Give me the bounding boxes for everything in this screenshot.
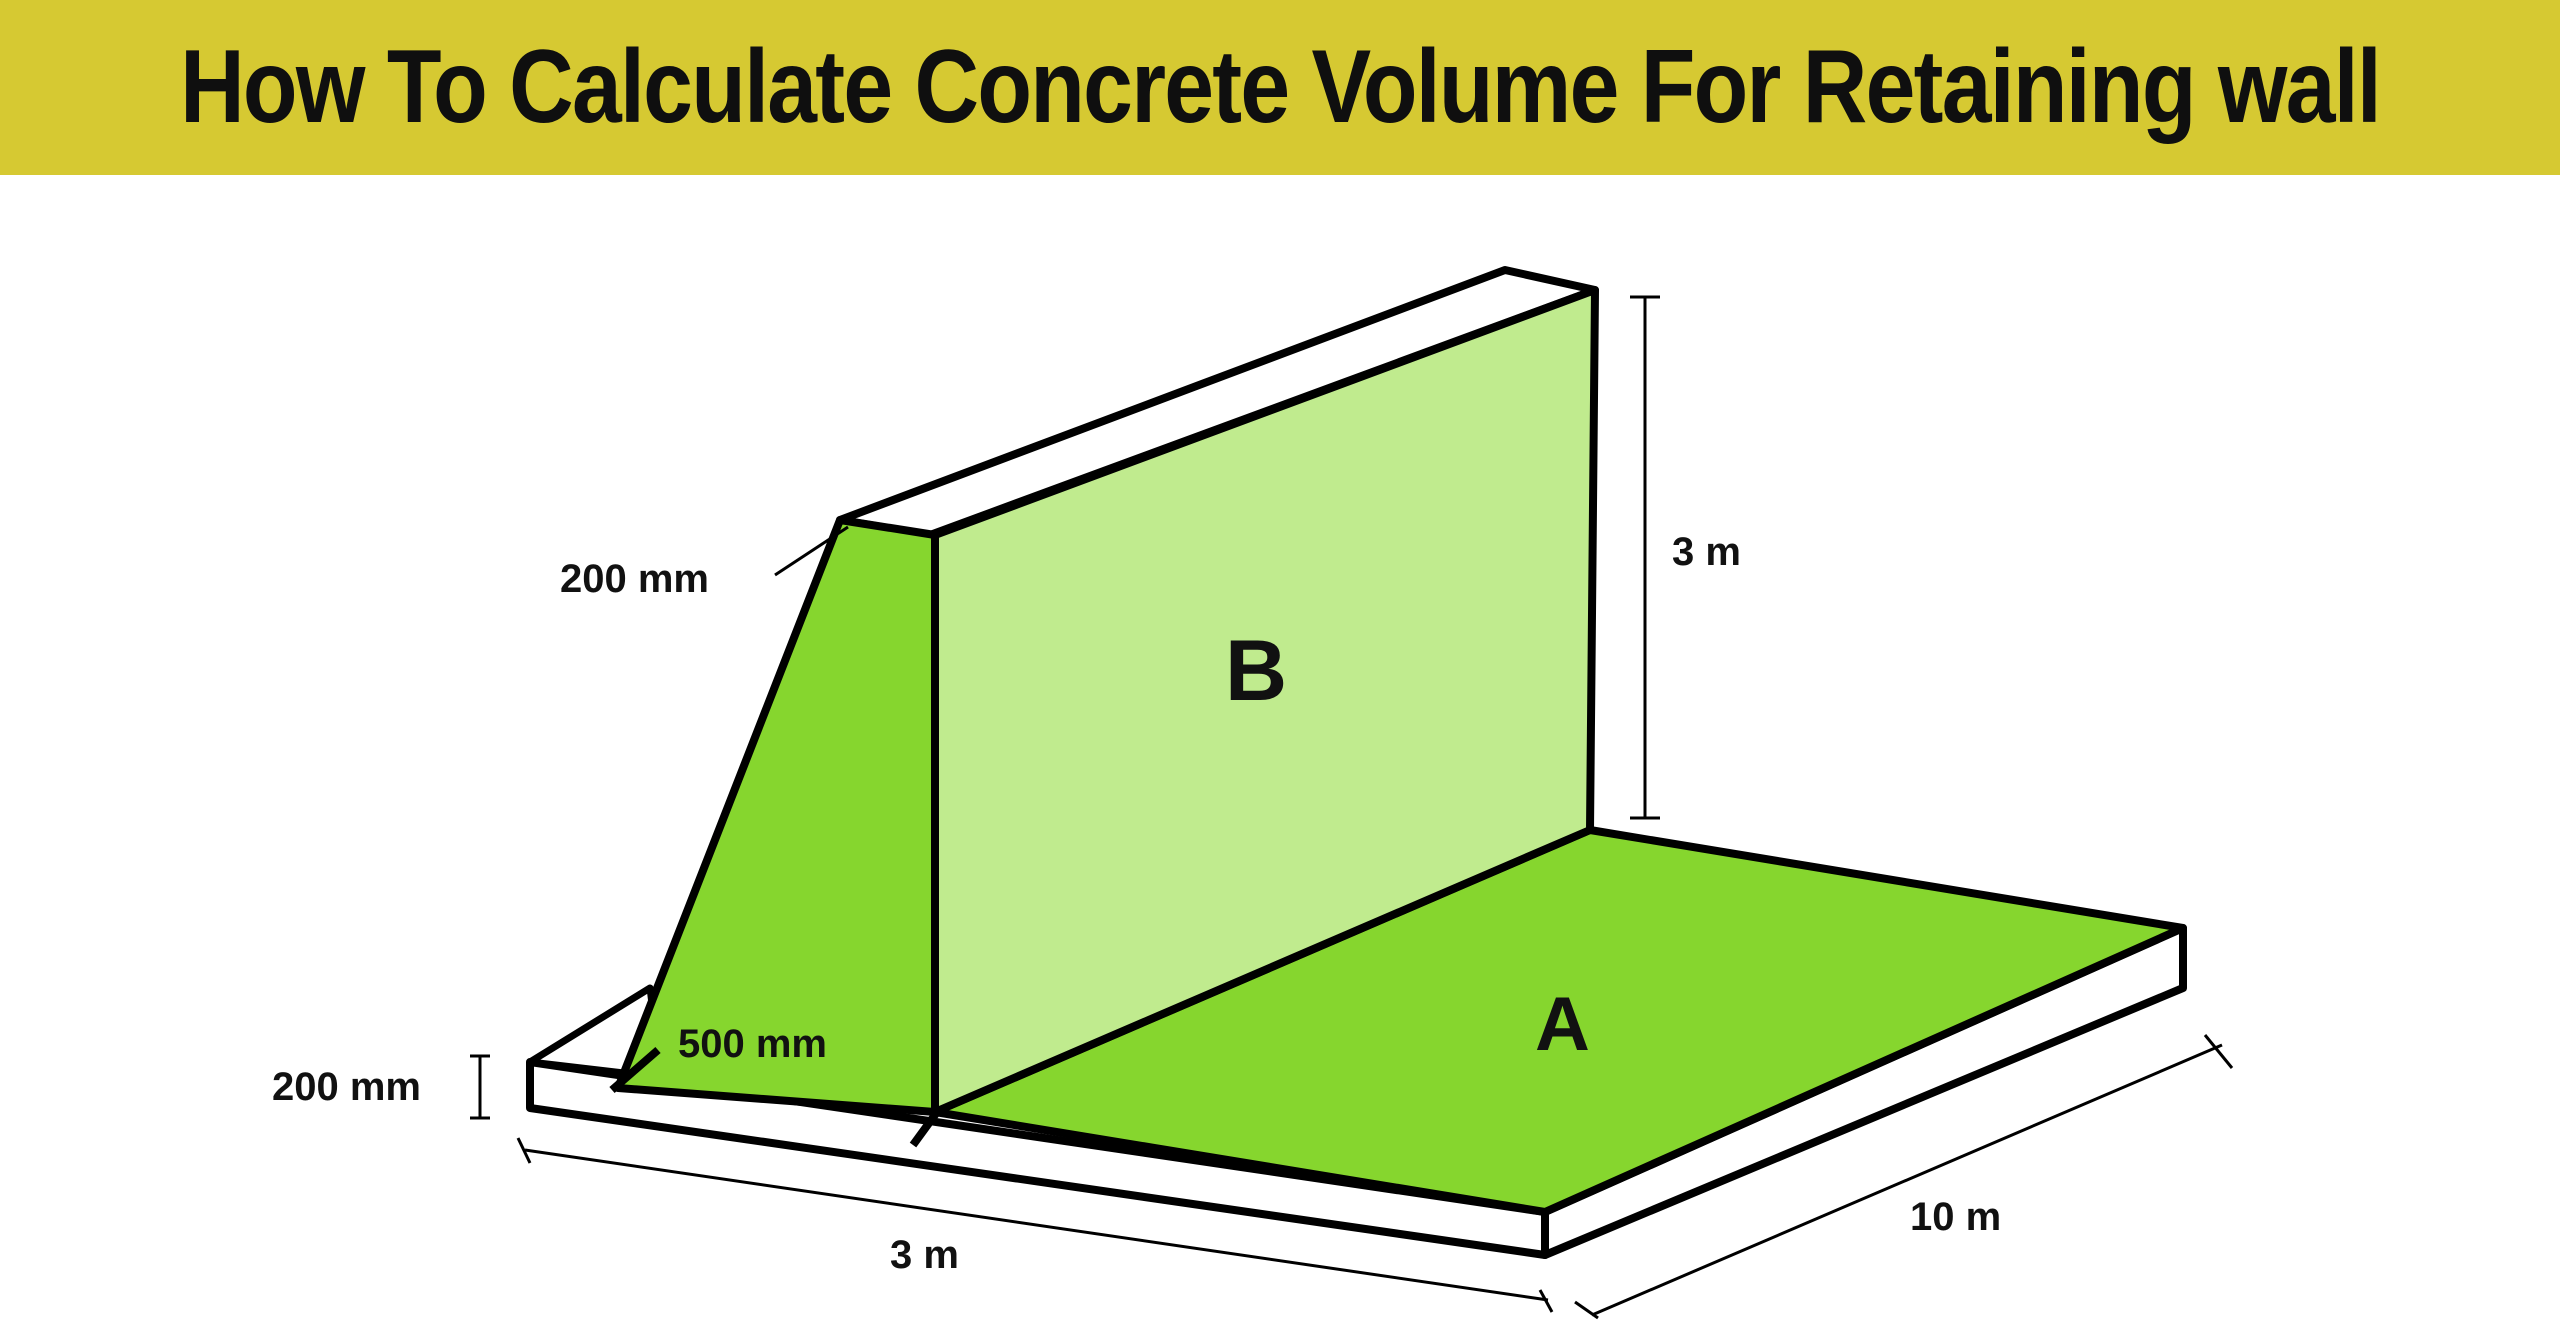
retaining-wall-diagram: 200 mm 3 m B A 500 mm 200 mm 3 m 10 m	[272, 266, 2234, 1320]
base-thickness-marker-left	[609, 1046, 661, 1094]
page-title: How To Calculate Concrete Volume For Ret…	[180, 29, 2382, 145]
top-thickness-leader	[774, 525, 849, 577]
title-banner: How To Calculate Concrete Volume For Ret…	[0, 0, 2560, 175]
base-width-dimension-line	[524, 1148, 1549, 1302]
base-thickness-marker-right	[909, 1105, 944, 1148]
length-dimension-tick-left	[1574, 1300, 1599, 1320]
base-thickness-label: 200 mm	[272, 1065, 421, 1109]
wall-height-label: 3 m	[1672, 530, 1741, 574]
base-width-label: 3 m	[890, 1233, 959, 1277]
length-dimension-tick-right	[2203, 1034, 2234, 1069]
wall-base-thickness-label: 500 mm	[678, 1022, 827, 1066]
base-width-tick-right	[1538, 1289, 1554, 1313]
base-width-tick-left	[516, 1137, 532, 1164]
section-a-label: A	[1535, 982, 1590, 1067]
length-dimension-line	[1591, 1043, 2223, 1317]
section-b-label: B	[1225, 623, 1287, 719]
wall-top-thickness-label: 200 mm	[560, 557, 709, 601]
wall-length-label: 10 m	[1910, 1195, 2001, 1239]
